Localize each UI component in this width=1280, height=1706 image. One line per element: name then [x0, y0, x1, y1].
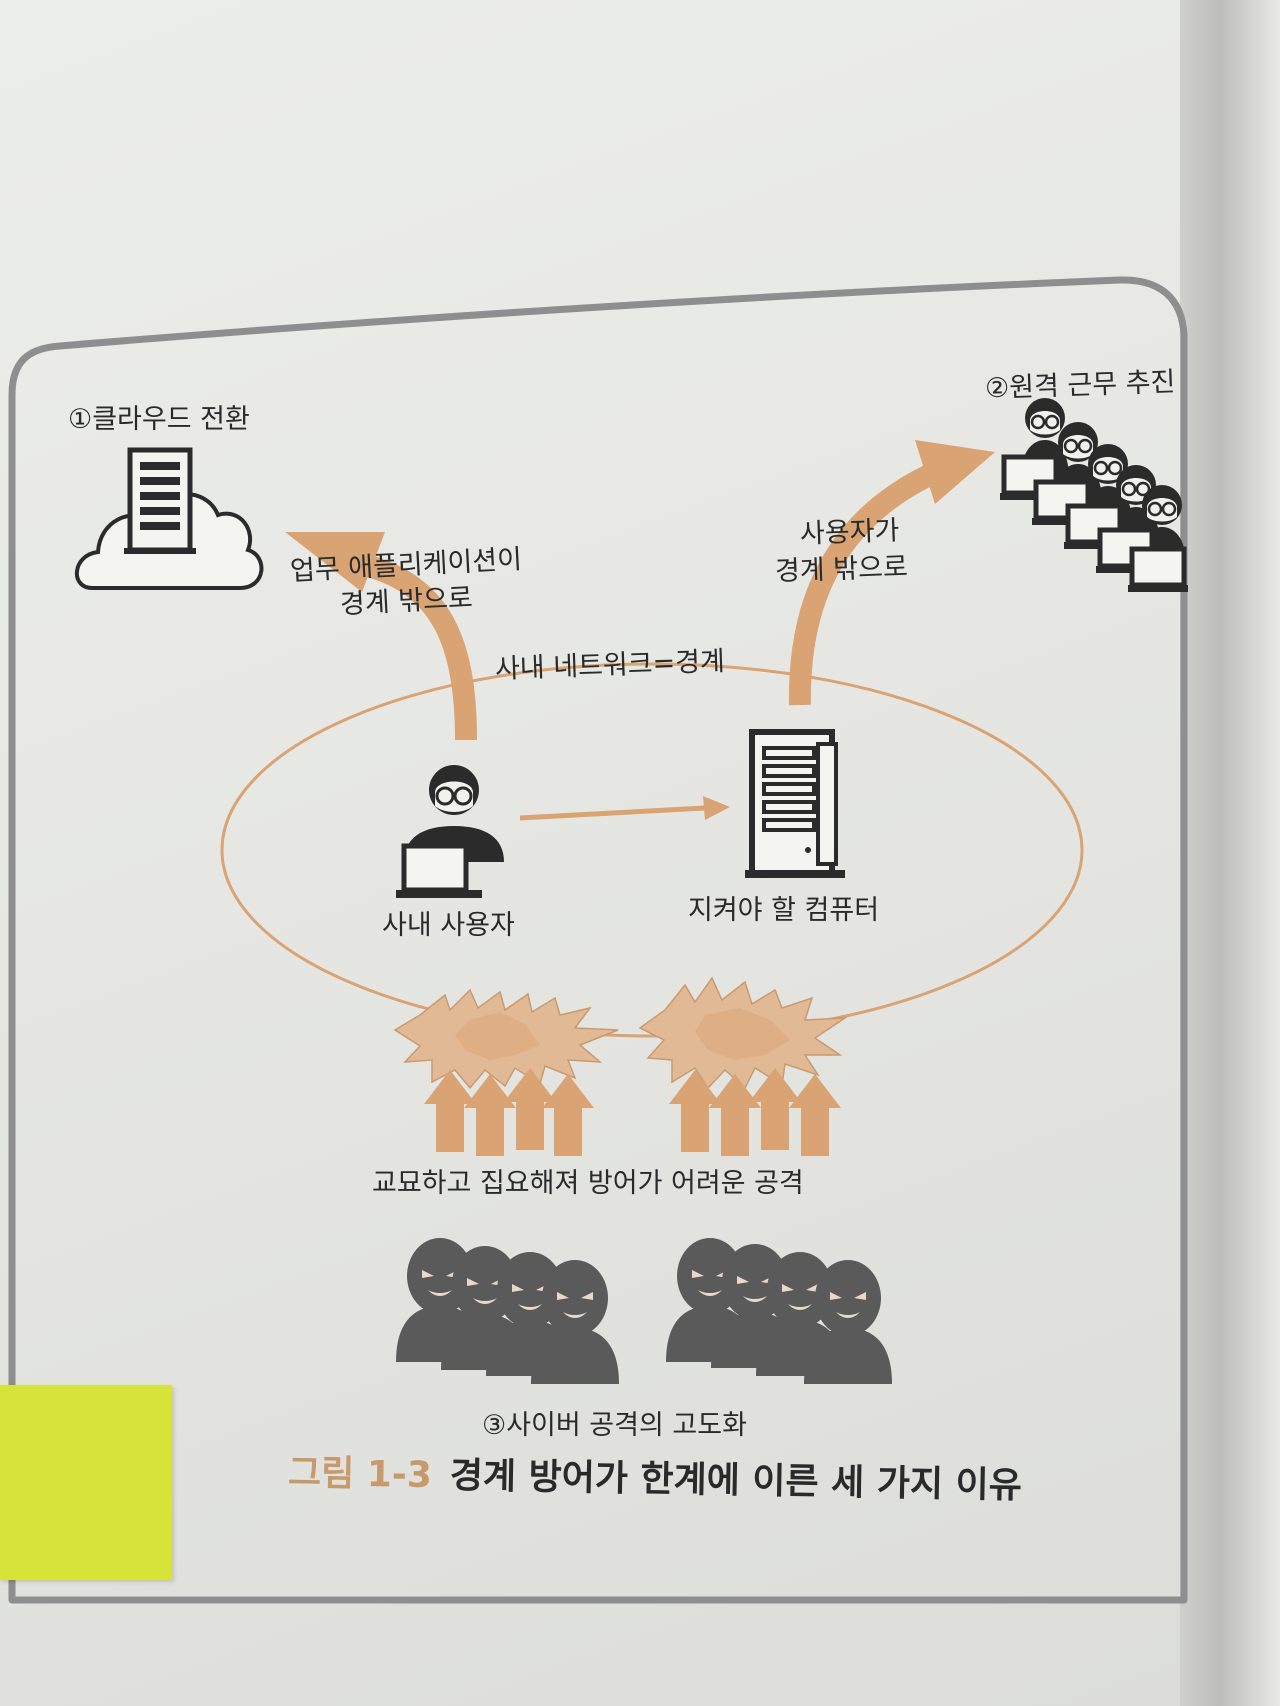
cyber-attack-reason-label: ③사이버 공격의 고도화 — [482, 1410, 747, 1441]
attacks-label: 교묘하고 집요해져 방어가 어려운 공격 — [372, 1168, 804, 1199]
panel-border — [8, 276, 1188, 1604]
burst-icon-left — [393, 988, 619, 1090]
figure-number: 그림 1-3 — [287, 1452, 433, 1497]
internal-user-icon — [396, 765, 504, 898]
protected-computer-label: 지켜야 할 컴퓨터 — [688, 895, 880, 926]
apps-outside-label-line2: 경계 밖으로 — [339, 582, 474, 621]
users-outside-label-line1: 사용자가 — [799, 515, 900, 550]
page-edge — [1180, 0, 1280, 1706]
cloud-reason-label: ①클라우드 전환 — [68, 404, 250, 435]
remote-work-reason-label: ②원격 근무 추진 — [984, 366, 1176, 405]
server-icon — [745, 729, 845, 878]
internal-user-label: 사내 사용자 — [382, 910, 515, 941]
burst-icon-right — [638, 976, 848, 1090]
sticky-note — [0, 1385, 172, 1580]
attacker-group-icon-left — [396, 1238, 619, 1384]
remote-workers-icon — [1000, 396, 1188, 592]
figure-title: 경계 방어가 한계에 이른 세 가지 이유 — [449, 1455, 1023, 1507]
users-outside-arrow — [788, 440, 995, 706]
users-outside-label-line2: 경계 밖으로 — [774, 551, 909, 588]
cloud-server-icon — [75, 447, 264, 590]
attack-arrows-left — [424, 1068, 594, 1156]
attacker-group-icon-right — [666, 1238, 892, 1384]
network-boundary — [220, 662, 1084, 1038]
apps-outside-arrow — [285, 532, 477, 741]
access-arrow — [519, 796, 730, 821]
attack-arrows-right — [669, 1068, 841, 1156]
